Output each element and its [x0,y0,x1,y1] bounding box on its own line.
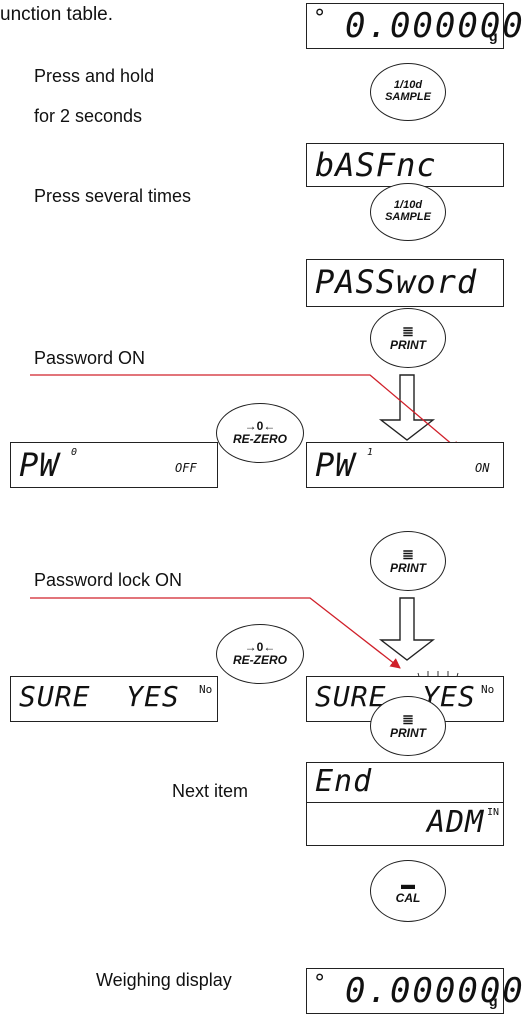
sample-button-line2: SAMPLE [385,91,431,103]
press-several-text: Press several times [34,186,192,206]
bottom-weight-display: ° 0.000000 g [306,968,523,1014]
admin-display: ADM IN [306,802,504,846]
top-weight-display: ° 0.000000 g [306,3,523,49]
print-icon: ≣ [402,711,414,728]
stable-indicator: ° [313,6,327,31]
sample-button-line1: 1/10d [393,79,423,92]
basfnc-text: bASFnc [315,146,437,184]
pw-on-display: PW 1 ON [306,442,504,488]
rezero-button-1[interactable]: →0← RE-ZERO [216,403,304,463]
print-button-label: PRINT [390,726,426,741]
password-lock-callout [30,597,401,669]
rezero-button-arrows: →0← [244,419,276,434]
rezero-button-label: RE-ZERO [233,653,287,667]
pw-on-text: PW [315,446,356,484]
admin-superscript: IN [487,807,500,818]
press-hold-line1: Press and hold [34,66,155,86]
rezero-button-label: RE-ZERO [233,432,287,446]
end-display: End [306,762,504,802]
bottom-unit: g [489,993,498,1009]
password-text: PASSword [315,263,478,301]
bottom-weight-value: 0.000000 [345,971,525,1011]
intro-text: unction table. [0,4,114,25]
pw-off-state: OFF [175,461,197,475]
sure-right-no: No [481,683,495,696]
weighing-display-text: Weighing display [96,970,232,990]
cal-button[interactable]: ▬ CAL [370,860,446,922]
rezero-button-arrows: →0← [244,640,276,655]
down-arrow-1 [378,374,436,441]
password-lock-on-label: Password lock ON [34,570,183,590]
top-unit: g [489,28,498,44]
print-button-label: PRINT [390,561,426,576]
print-icon: ≣ [402,323,414,340]
sample-button-1[interactable]: 1/10d SAMPLE [370,63,446,121]
password-display: PASSword [306,259,504,307]
basfnc-display: bASFnc [306,143,504,187]
pw-off-display: PW 0 OFF [10,442,218,488]
top-weight-value: 0.000000 [345,6,525,46]
pw-on-state: ON [475,461,490,475]
stable-indicator: ° [313,971,327,996]
sample-button-line2: SAMPLE [385,211,431,223]
sure-left-text: SURE YES [19,680,180,713]
password-on-label: Password ON [34,348,146,368]
print-icon: ≣ [402,546,414,563]
down-arrow-2 [378,597,436,661]
end-text: End [315,764,373,799]
sure-left-display: SURE YES No [10,676,218,722]
pw-on-digit: 1 [367,447,374,458]
password-on-callout [30,374,461,452]
print-button-label: PRINT [390,338,426,353]
pw-off-digit: 0 [71,447,78,458]
print-button-1[interactable]: ≣ PRINT [370,308,446,368]
cal-button-label: CAL [395,891,421,906]
press-hold-line2: for 2 seconds [34,106,143,126]
sure-right-text: SURE YES [315,680,476,713]
sample-button-2[interactable]: 1/10d SAMPLE [370,183,446,241]
print-button-2[interactable]: ≣ PRINT [370,531,446,591]
sure-left-no: No [199,683,213,696]
rezero-button-2[interactable]: →0← RE-ZERO [216,624,304,684]
pw-off-text: PW [19,446,60,484]
weight-icon: ▬ [401,876,415,893]
sample-button-line1: 1/10d [393,199,423,212]
admin-text: ADM [427,805,485,840]
next-item-text: Next item [172,781,249,801]
print-button-3[interactable]: ≣ PRINT [370,696,446,756]
